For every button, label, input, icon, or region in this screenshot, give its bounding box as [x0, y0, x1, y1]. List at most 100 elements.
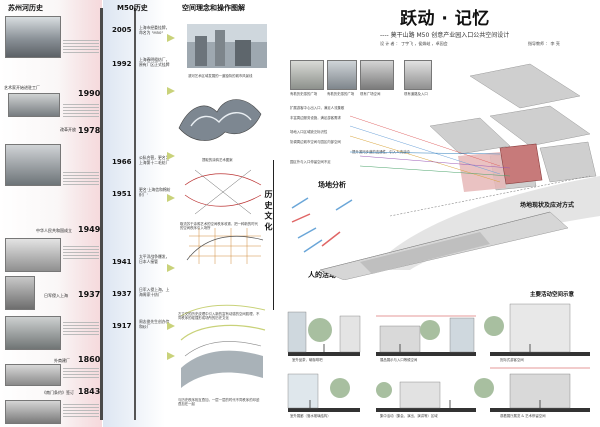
site-photo-4: [404, 60, 432, 90]
timeline-year: 1917: [112, 322, 132, 330]
space-concept-header: 空间理念和操作图解: [182, 4, 245, 12]
photo-caption-3: 现有广场空间: [360, 92, 381, 96]
suzhou-desc-1: [63, 40, 99, 54]
timeline-year: 1860: [78, 355, 101, 364]
analysis-arrows: [291, 197, 353, 253]
photo-caption-2: 有着历史感的广场: [327, 92, 355, 96]
site-photo-2: [327, 60, 357, 90]
suzhou-entry-1949: 中华人民共和国成立 1949: [4, 225, 102, 239]
suzhou-desc-3: [63, 172, 99, 186]
timeline-year: 1966: [112, 158, 132, 166]
timeline-year: 1990: [78, 89, 101, 98]
advisor: 指导教师 ： 李 亮: [528, 41, 560, 46]
site-plan: [350, 63, 600, 270]
section-caption-5: 集中活动（集会、演出、演讲等）区域: [380, 414, 438, 418]
m50-entry-1966: 1966 公私合营，更名为上海第十二毛纺厂: [112, 155, 174, 176]
suzhou-photo-3: [5, 144, 61, 186]
entrance-plaza: [458, 152, 506, 192]
photo-caption-1: 有着历史感的广场: [290, 92, 318, 96]
timeline-year: 1949: [78, 225, 101, 234]
concept-caption-5: 与历史秩序相互叠加，一层一层的时代不同秩序的印迹叠加在一起: [178, 398, 260, 407]
concept-caption-4: 左立交的历史纹理中引入新的富有动感的空间肌理，不同秩序的碰撞形成场所的历史文化: [178, 312, 260, 321]
site-note-4: 协调周边城市空间与园区内部空间: [290, 140, 341, 144]
section-caption-1: 室外品茶，曦咖啡吧: [292, 358, 323, 362]
m50-entry-2005: 2005 上海市经委挂牌，命名为 "M50": [112, 25, 174, 46]
timeline-label: 外商建厂: [54, 358, 70, 363]
m50-history-header: M50历史: [117, 4, 148, 12]
timeline-year: 1978: [78, 126, 101, 135]
poster-subtitle: ---- 莫干山路 M50 创意产业园入口公共空间设计: [380, 32, 510, 39]
step-arrow-icons: [167, 34, 175, 360]
timeline-event: 更名'上海信和棉纺织厂': [139, 187, 171, 197]
timeline-axis-left: [100, 8, 103, 420]
suzhou-entry-1978: 改革开放 1978: [4, 124, 102, 138]
suzhou-desc-2: [63, 104, 99, 118]
timeline-year: 2005: [112, 26, 132, 34]
timeline-event: 周志俊先生创办信和纱厂: [139, 319, 170, 329]
suzhou-photo-8: [5, 400, 61, 424]
concept-caption-3: 取流苏于涂鸦艺术的空间秩序收紧，把一种新的时代的空间秩序引入场所: [180, 222, 258, 231]
site-note-5: 提升滨河步道的连通性，引入人流活动: [352, 150, 410, 154]
timeline-label: 日军侵入上海: [44, 293, 68, 298]
site-note-3: 场地入口区域缺乏标识性: [290, 130, 328, 134]
suzhou-photo-2: [8, 93, 60, 117]
m50-entry-1917: 1917 周志俊先生创办信和纱厂: [112, 319, 174, 340]
history-culture-label: 历 史 文 化: [264, 190, 273, 231]
suzhou-history-header: 苏州河历史: [8, 4, 43, 12]
m50-entry-1941: 1941 太平洋战争爆发，日本人接管: [112, 254, 174, 275]
concept-caption-2: 提取的涂鸦艺术图案: [202, 158, 233, 162]
section-drawings: [287, 303, 590, 412]
entrance-building: [499, 143, 543, 185]
site-analysis-label: 场地分析: [318, 181, 346, 189]
timeline-label: 中华人民共和国成立: [36, 228, 72, 233]
suzhou-entry-1860: 外商建厂 1860: [4, 355, 102, 369]
suzhou-red-band: [58, 0, 102, 427]
timeline-label: 改革开放: [60, 127, 76, 132]
history-divider: [273, 160, 274, 310]
timeline-label: 艺术家开始进驻工厂: [4, 85, 40, 90]
timeline-event: 太平洋战争爆发，日本人接管: [139, 254, 170, 264]
suzhou-entry-1937: 日军侵入上海 1937: [4, 290, 102, 304]
timeline-event: 上海春明粗纺厂，原有厂区正式挂牌: [139, 57, 170, 67]
suzhou-photo-5: [5, 276, 35, 310]
m50-entry-1951: 1951 更名'上海信和棉纺织厂': [112, 187, 174, 208]
concept-caption-1: 滨河艺术区域发展的一道独特的城市风景线: [188, 74, 253, 78]
site-note-6: 园区外与入口停留空间不足: [290, 160, 331, 164]
timeline-event: 日军入侵上海，上海周家十纺厂: [139, 287, 170, 297]
site-photo-1: [290, 60, 324, 90]
site-status-label: 场地现状及应对方式: [520, 202, 575, 209]
m50-entry-1992: 1992 上海春明粗纺厂，原有厂区正式挂牌: [112, 57, 174, 78]
timeline-year: 1843: [78, 387, 101, 396]
suzhou-entry-1990: 艺术家开始进驻工厂 1990: [4, 85, 102, 99]
suzhou-desc-4: [63, 246, 99, 260]
concept-graphics: [167, 24, 267, 388]
activities-label: 人的活动: [308, 271, 336, 279]
suzhou-desc-7: [63, 404, 99, 418]
designers: 设 计 者 ： 丁宇飞 ，侯姝岐 ，卓园会: [380, 41, 448, 46]
timeline-event: 上海市经委挂牌，命名为 "M50": [139, 25, 170, 35]
site-note-1: 扩展游客中心出入口，满足人流集散: [290, 106, 345, 110]
suzhou-photo-7: [5, 364, 61, 386]
section-caption-2: 展品展示与入口等候空间: [380, 358, 418, 362]
timeline-year: 1937: [112, 290, 132, 298]
section-caption-6: 观看展厅展览 & 艺术停留空间: [500, 414, 546, 418]
suzhou-entry-1843: 《南门条约》签订 1843: [4, 387, 102, 401]
m50-entry-1937: 1937 日军入侵上海，上海周家十纺厂: [112, 287, 174, 312]
poster-title: 跃动 · 记忆: [400, 9, 490, 29]
site-photo-3: [360, 60, 394, 90]
timeline-label: 《南门条约》签订: [42, 390, 74, 395]
suzhou-desc-5: [63, 322, 99, 336]
timeline-axis-mid: [134, 8, 136, 420]
timeline-event: 公私合营，更名为上海第十二毛纺厂: [139, 155, 170, 165]
suzhou-photo-6: [5, 316, 61, 350]
photo-caption-4: 现有道路及入口: [404, 92, 428, 96]
timeline-year: 1992: [112, 60, 132, 68]
timeline-year: 1937: [78, 290, 101, 299]
suzhou-photo-1: [5, 16, 61, 58]
timeline-year: 1941: [112, 258, 132, 266]
main-spaces-label: 主要活动空间示意: [530, 292, 575, 298]
suzhou-photo-4: [5, 238, 61, 272]
timeline-year: 1951: [112, 190, 132, 198]
site-note-2: 丰富周边服务设施，满足游客需求: [290, 116, 341, 120]
perspective-building: [320, 211, 569, 280]
